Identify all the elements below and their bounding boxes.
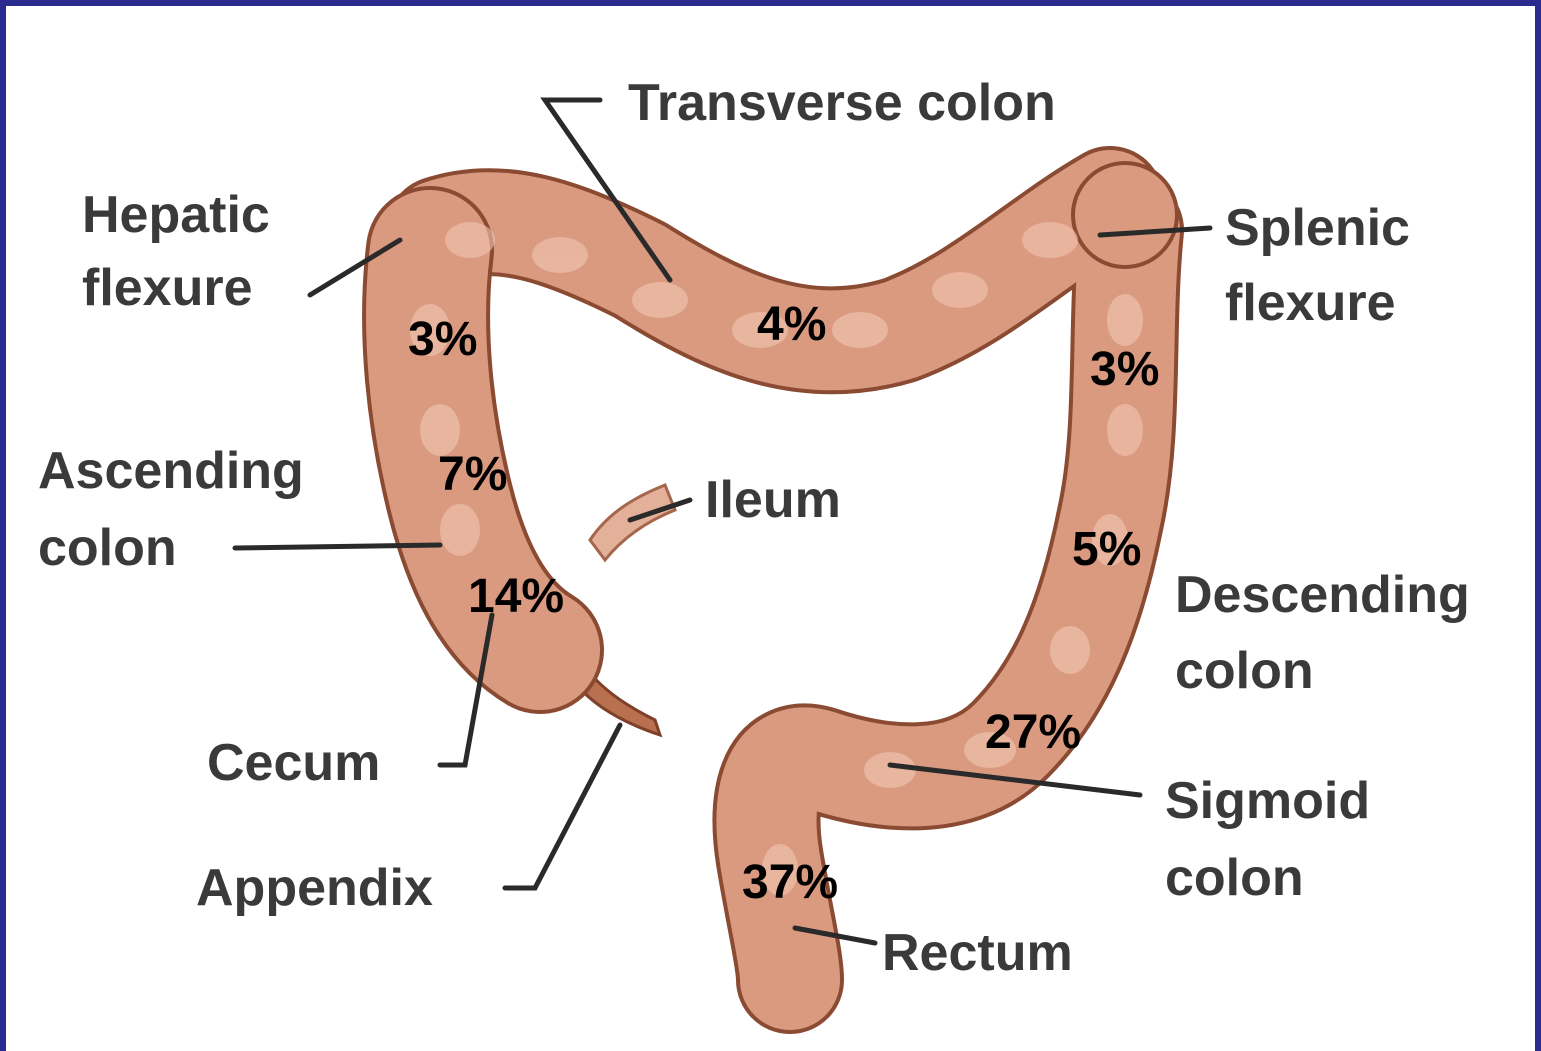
percent-transverse: 4% [757,298,826,351]
percent-splenic-flexure: 3% [1090,343,1159,396]
label-descending-colon-line1: Descending [1175,566,1470,624]
label-transverse-colon: Transverse colon [628,74,1056,132]
label-hepatic-flexure-line1: Hepatic [82,186,270,244]
label-ascending-colon-line2: colon [38,519,177,577]
label-splenic-flexure-line1: Splenic [1225,199,1410,257]
label-descending-colon-line2: colon [1175,642,1314,700]
label-sigmoid-colon-line2: colon [1165,849,1304,907]
percent-rectum: 37% [742,856,838,909]
label-rectum: Rectum [882,924,1073,982]
label-cecum: Cecum [207,734,380,792]
percent-sigmoid: 27% [985,706,1081,759]
label-hepatic-flexure-line2: flexure [82,259,253,317]
splenic-flexure-shape [1073,163,1177,267]
percent-descending: 5% [1072,523,1141,576]
label-ileum: Ileum [705,471,841,529]
percent-ascending: 7% [438,448,507,501]
percent-cecum: 14% [468,570,564,623]
label-sigmoid-colon-line1: Sigmoid [1165,772,1370,830]
ileum-shape [590,485,675,560]
label-appendix: Appendix [196,859,433,917]
percent-hepatic-flexure: 3% [408,313,477,366]
label-splenic-flexure-line2: flexure [1225,274,1396,332]
label-ascending-colon-line1: Ascending [38,442,304,500]
